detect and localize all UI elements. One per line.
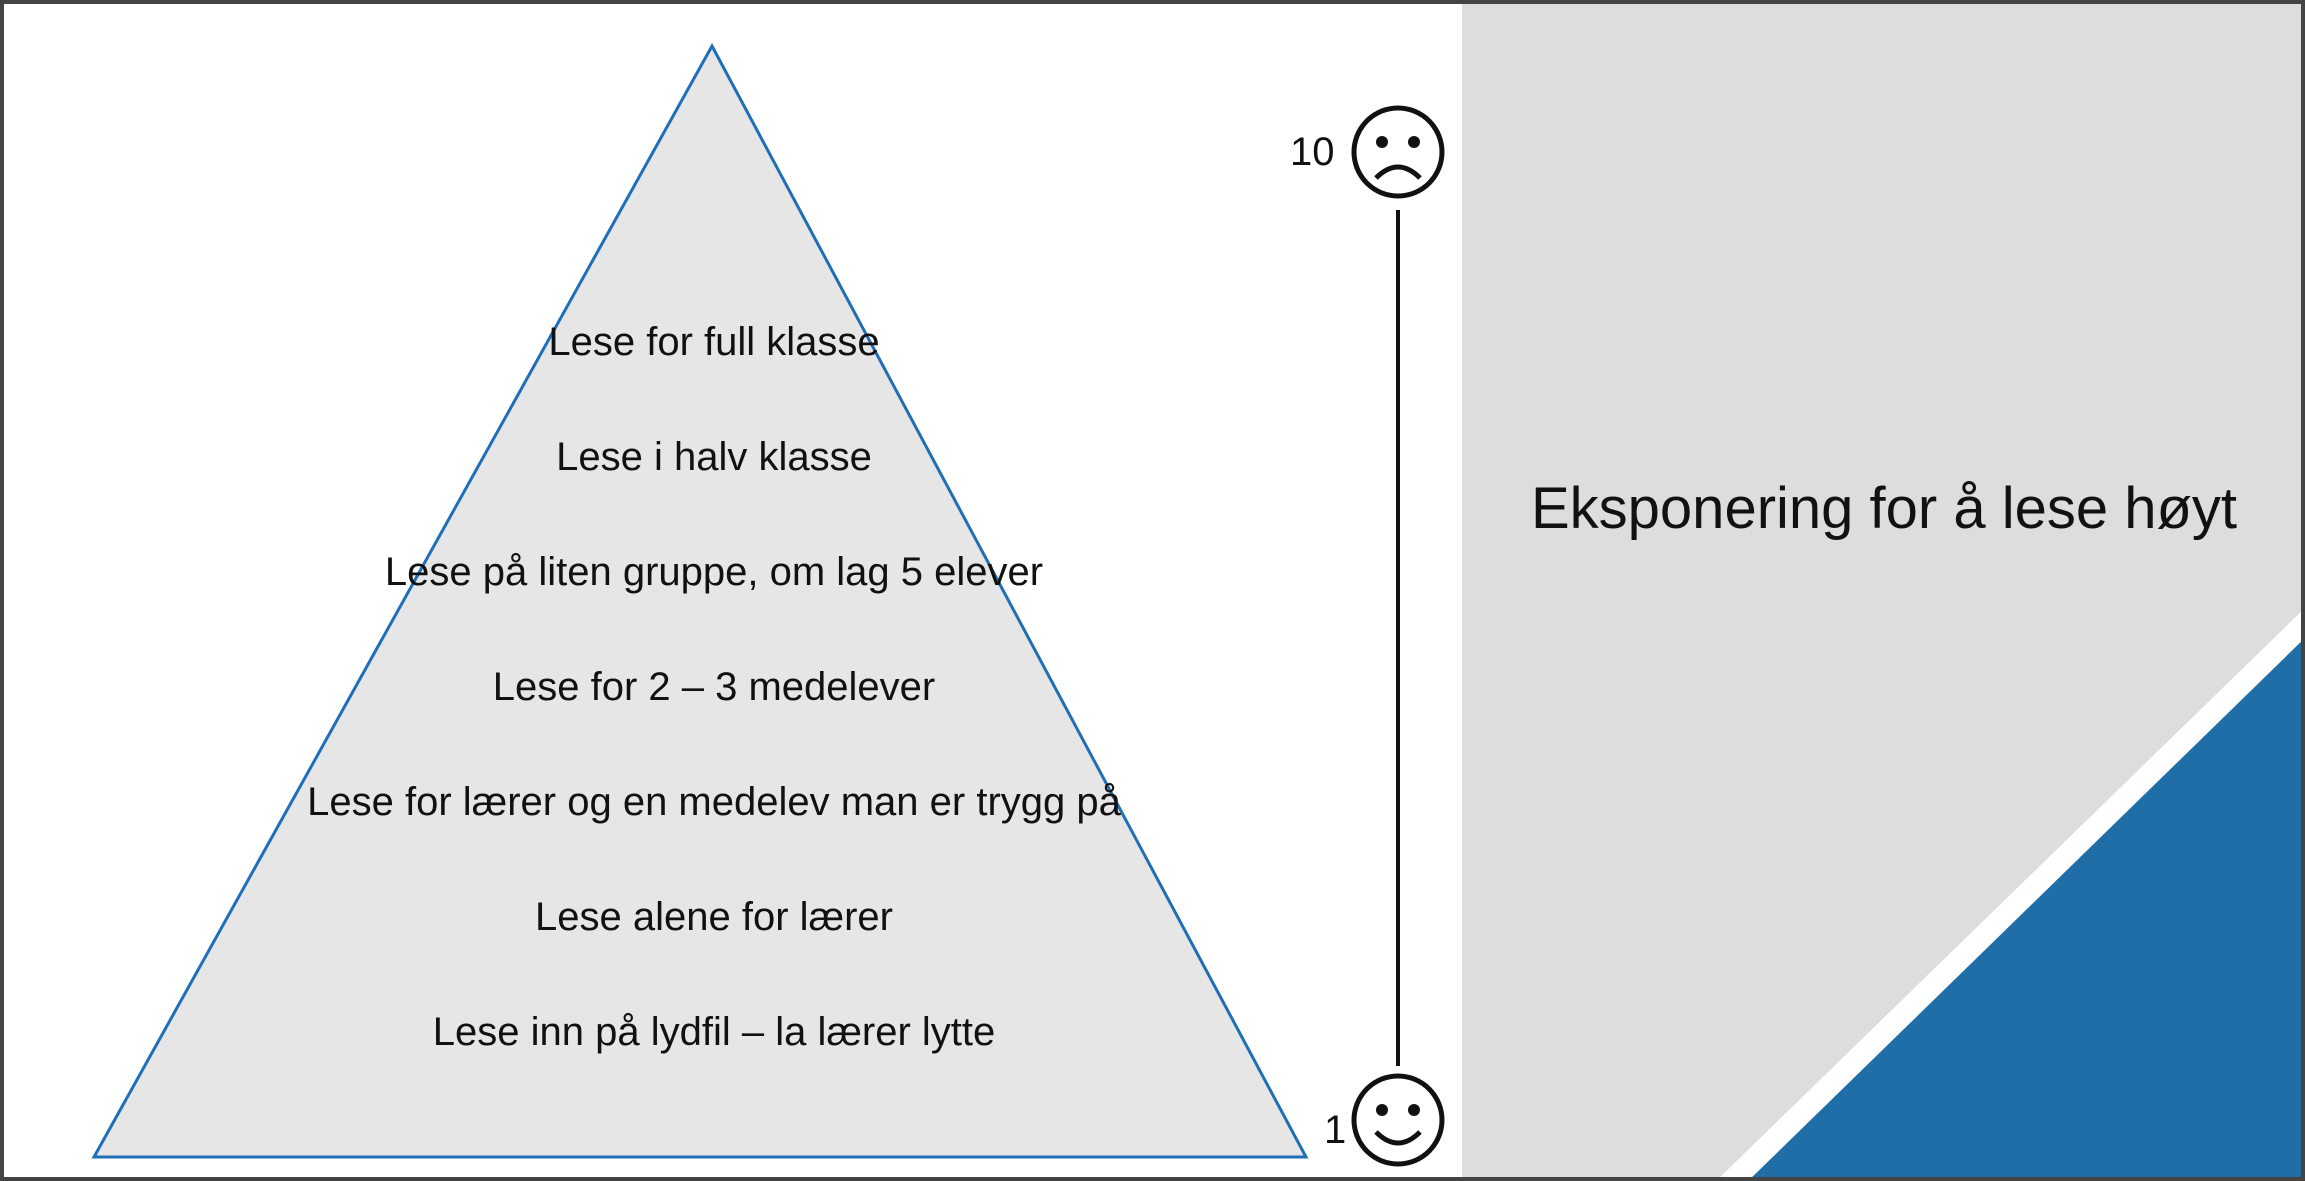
pyramid-level-5: Lese for lærer og en medelev man er tryg… [307, 780, 1121, 824]
panel-title: Eksponering for å lese høyt [1530, 476, 2238, 541]
corner-accent [1720, 611, 2301, 1177]
scale-line [1396, 210, 1400, 1066]
sad-face-icon [1351, 105, 1445, 199]
happy-face-icon [1351, 1073, 1445, 1167]
exposure-pyramid [91, 42, 1309, 1159]
pyramid-level-2: Lese i halv klasse [556, 435, 872, 479]
pyramid-level-1: Lese for full klasse [548, 320, 880, 364]
corner-blue-triangle [1752, 641, 2301, 1177]
pyramid-level-7: Lese inn på lydfil – la lærer lytte [432, 1010, 996, 1054]
scale-top-value: 10 [1290, 130, 1335, 174]
pyramid-level-4: Lese for 2 – 3 medelever [492, 665, 936, 709]
pyramid-level-6: Lese alene for lærer [535, 895, 893, 939]
scale-bottom-value: 1 [1324, 1108, 1347, 1152]
pyramid-shape [91, 42, 1309, 1159]
pyramid-level-3: Lese på liten gruppe, om lag 5 elever [384, 550, 1044, 594]
